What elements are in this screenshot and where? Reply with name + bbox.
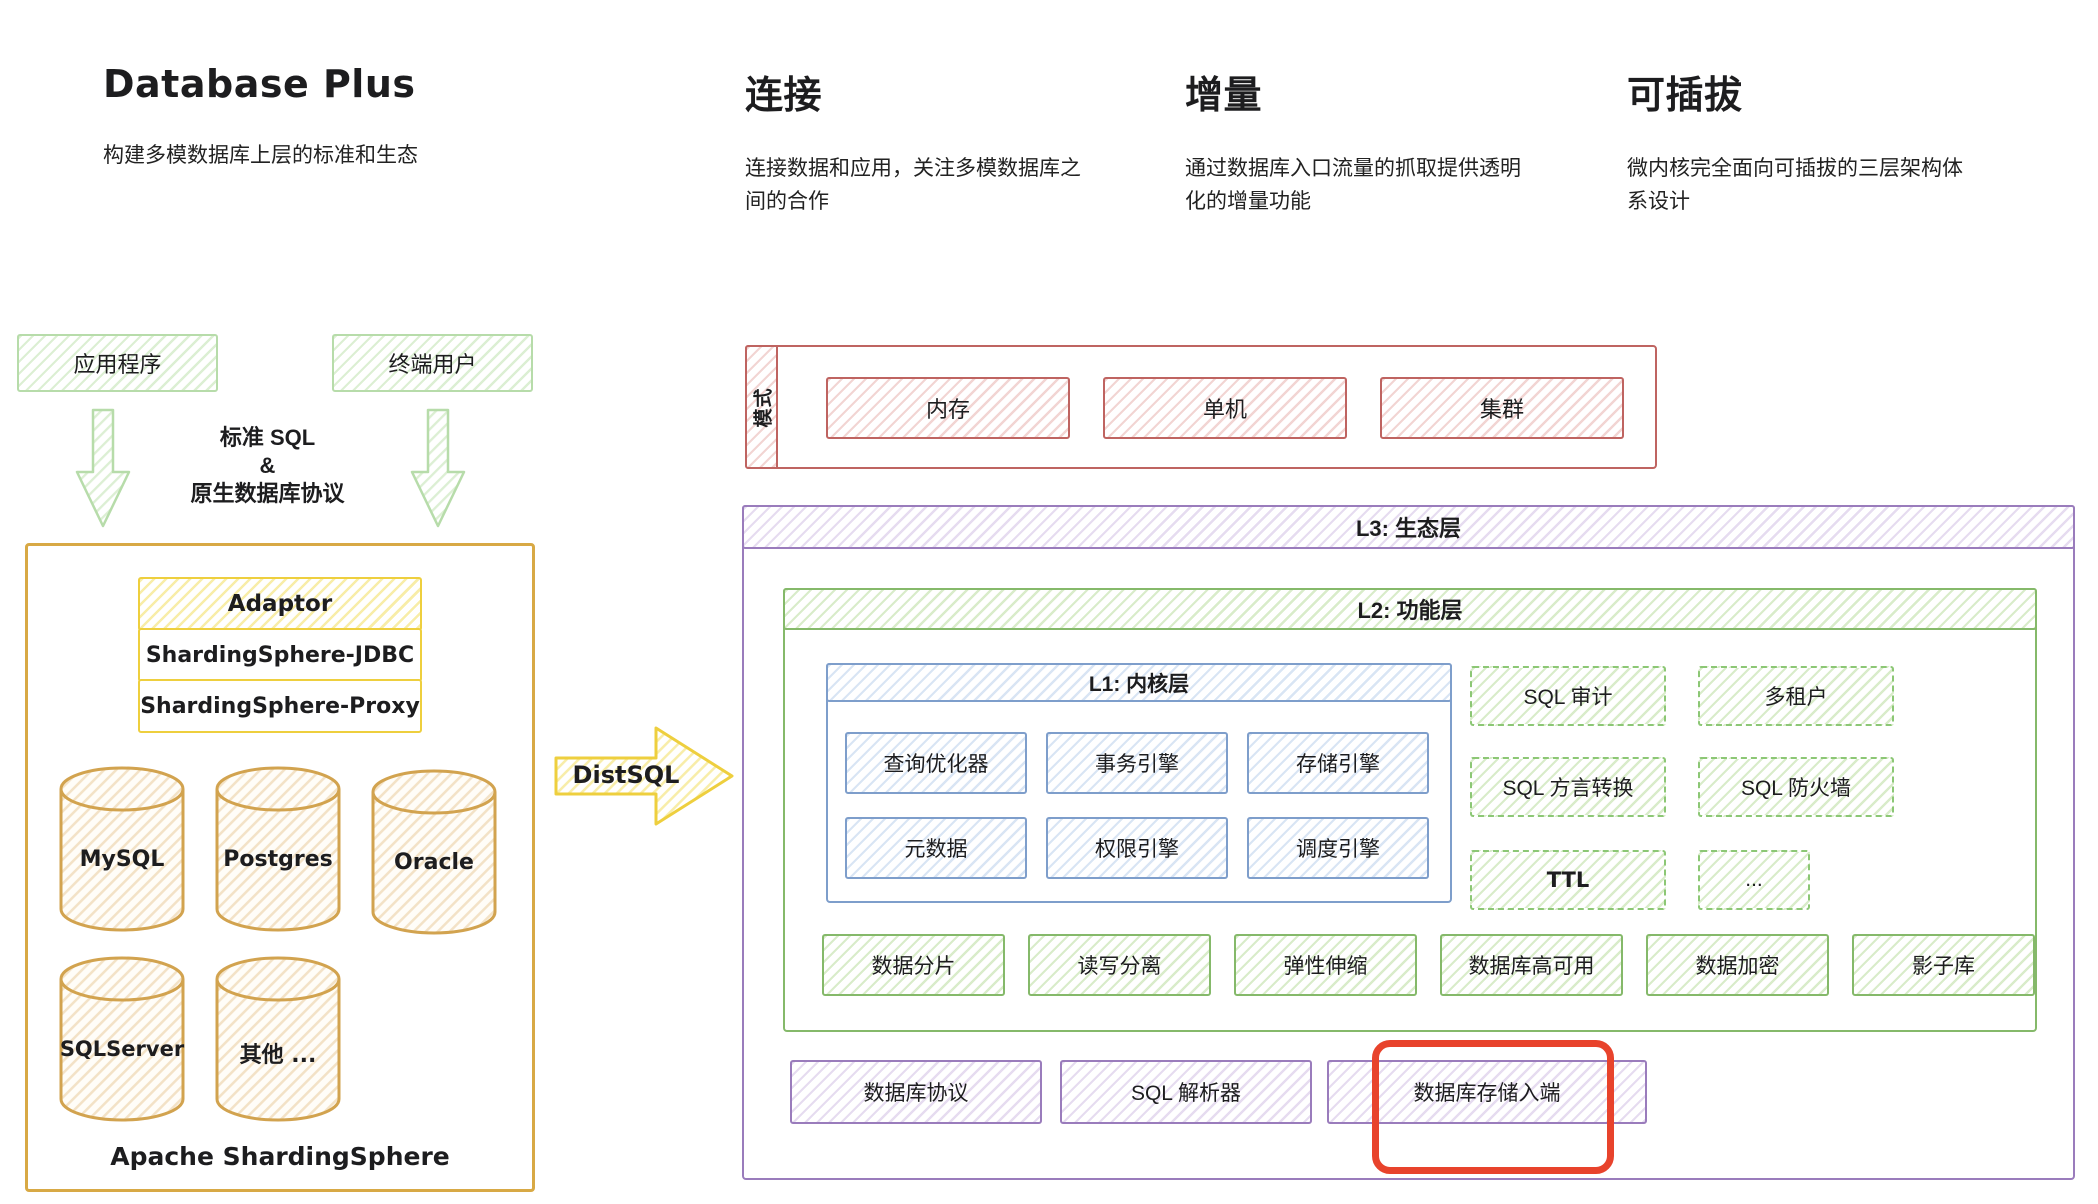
database-cylinder-icon [215,956,341,1122]
node-db-high-availability: 数据库高可用 [1440,934,1623,996]
database-cylinder-icon [371,769,497,935]
node-shadow-db: 影子库 [1852,934,2035,996]
node-application: 应用程序 [17,334,218,392]
node-standalone: 单机 [1103,377,1347,439]
node-cluster: 集群 [1380,377,1624,439]
db-label-mysql: MySQL [79,847,165,872]
header-pluggable: 可插拔 微内核完全面向可插拔的三层架构体系设计 [1627,64,1979,218]
db-label-oracle: Oracle [394,850,474,875]
db-label-other: 其他 ... [239,1043,317,1068]
node-query-optimizer: 查询优化器 [845,732,1027,794]
node-shardingsphere-jdbc: ShardingSphere-JDBC [138,628,422,682]
db-label-postgres: Postgres [223,847,333,872]
node-elastic-scaling: 弹性伸缩 [1234,934,1417,996]
node-sql-firewall: SQL 防火墙 [1698,757,1894,817]
mode-label: 模式 [753,386,775,428]
section-desc: 连接数据和应用，关注多模数据库之间的合作 [745,157,1081,213]
adaptor-header: Adaptor [138,577,422,631]
section-title: 增量 [1185,73,1263,117]
db-label-sqlserver: SQLServer [59,1037,185,1061]
node-sql-dialect-translation: SQL 方言转换 [1470,757,1666,817]
section-title: Database Plus [103,62,416,106]
database-cylinder-icon [59,956,185,1122]
node-metadata: 元数据 [845,817,1027,879]
highlight-rectangle [1372,1040,1614,1174]
header-database-plus: Database Plus 构建多模数据库上层的标准和生态 [103,62,573,173]
node-scheduling-engine: 调度引擎 [1247,817,1429,879]
node-database-storage-endpoint: 数据库存储入端 [1327,1060,1647,1124]
distsql-label: DistSQL [572,761,680,789]
header-increment: 增量 通过数据库入口流量的抓取提供透明化的增量功能 [1185,64,1537,218]
protocol-line: 原生数据库协议 [190,481,345,506]
node-shardingsphere-proxy: ShardingSphere-Proxy [138,679,422,733]
distsql-arrow-icon [554,726,734,826]
node-database-protocol: 数据库协议 [790,1060,1042,1124]
header-connect: 连接 连接数据和应用，关注多模数据库之间的合作 [745,64,1097,218]
node-multi-tenant: 多租户 [1698,666,1894,726]
mode-strip: 模式 [745,345,778,469]
layer-l3-band: L3: 生态层 [742,505,2075,549]
layer-l1-band: L1: 内核层 [826,663,1452,702]
section-desc: 构建多模数据库上层的标准和生态 [103,144,418,167]
section-title: 连接 [745,73,823,117]
protocol-label: 标准 SQL & 原生数据库协议 [150,424,385,508]
node-storage-engine: 存储引擎 [1247,732,1429,794]
node-ttl: TTL [1470,850,1666,910]
section-desc: 通过数据库入口流量的抓取提供透明化的增量功能 [1185,157,1521,213]
database-cylinder-icon [59,766,185,932]
section-title: 可插拔 [1627,73,1743,117]
node-more-plugins: ... [1698,850,1810,910]
node-authority-engine: 权限引擎 [1046,817,1228,879]
apache-shardingsphere-label: Apache ShardingSphere [110,1142,450,1171]
node-data-sharding: 数据分片 [822,934,1005,996]
node-sql-parser: SQL 解析器 [1060,1060,1312,1124]
protocol-line: 标准 SQL [219,425,316,450]
node-data-encryption: 数据加密 [1646,934,1829,996]
protocol-line: & [259,453,276,478]
layer-l2-band: L2: 功能层 [783,588,2037,630]
down-arrow-icon [75,408,131,528]
down-arrow-icon [410,408,466,528]
node-read-write-splitting: 读写分离 [1028,934,1211,996]
section-desc: 微内核完全面向可插拔的三层架构体系设计 [1627,157,1963,213]
database-cylinder-icon [215,766,341,932]
node-sql-audit: SQL 审计 [1470,666,1666,726]
node-end-user: 终端用户 [332,334,533,392]
node-transaction-engine: 事务引擎 [1046,732,1228,794]
node-memory: 内存 [826,377,1070,439]
